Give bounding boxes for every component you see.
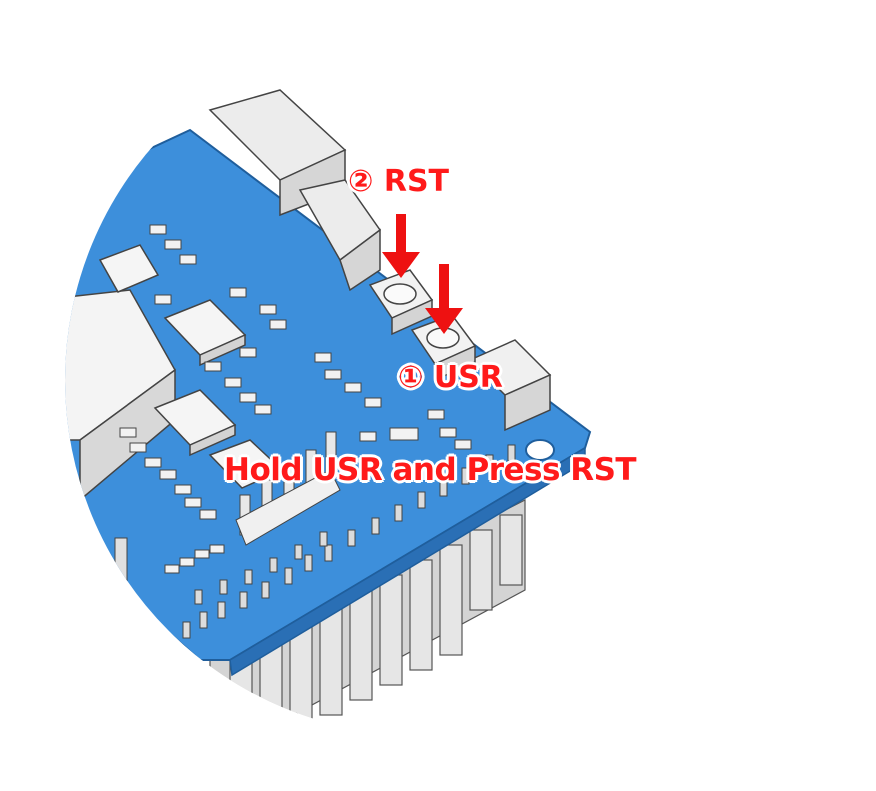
instruction-label: Hold USR and Press RST	[224, 452, 636, 488]
rst-label: ② RST	[348, 164, 449, 199]
standoff	[115, 538, 127, 588]
usr-label: ① USR	[398, 360, 503, 395]
rst-arrow-icon	[382, 214, 420, 278]
